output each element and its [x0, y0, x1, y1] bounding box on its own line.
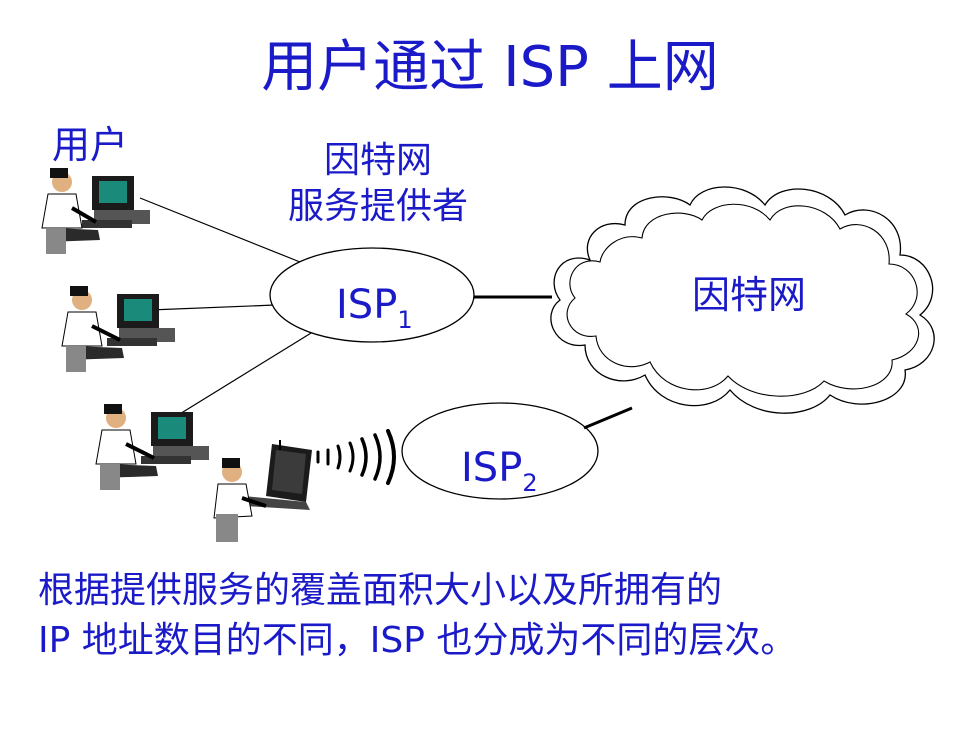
isp2-label: ISP2 — [461, 445, 538, 497]
link-user2-isp1 — [149, 304, 276, 311]
isp1-label-subscript: 1 — [397, 306, 413, 334]
isp1-label-base: ISP — [336, 282, 398, 328]
internet-cloud — [550, 186, 935, 414]
link-user3-isp1 — [169, 329, 317, 421]
caption-text: 根据提供服务的覆盖面积大小以及所拥有的 IP 地址数目的不同，ISP 也分成为不… — [38, 566, 796, 666]
isp1-node — [269, 247, 475, 343]
isp1-label: ISP1 — [336, 282, 413, 334]
slide-title: 用户通过 ISP 上网 — [261, 35, 719, 100]
wireless-signal — [316, 429, 396, 485]
caption-line2: IP 地址数目的不同，ISP 也分成为不同的层次。 — [38, 620, 797, 661]
isp-description-line1: 因特网 — [323, 140, 432, 181]
caption-line1: 根据提供服务的覆盖面积大小以及所拥有的 — [38, 570, 723, 611]
user-computer-1 — [41, 168, 150, 254]
user-computer-3 — [95, 404, 209, 490]
isp-description: 因特网 服务提供者 — [268, 138, 488, 230]
isp-description-line2: 服务提供者 — [287, 186, 468, 227]
user-label: 用户 — [52, 123, 129, 167]
isp2-label-base: ISP — [461, 445, 523, 491]
link-isp2-cloud — [583, 406, 633, 430]
user-computer-2 — [61, 286, 175, 372]
isp2-node — [401, 402, 599, 500]
link-user1-isp1 — [139, 197, 301, 263]
internet-cloud-label: 因特网 — [692, 273, 807, 317]
user-laptop-wireless — [213, 440, 312, 542]
isp2-label-subscript: 2 — [522, 469, 538, 497]
